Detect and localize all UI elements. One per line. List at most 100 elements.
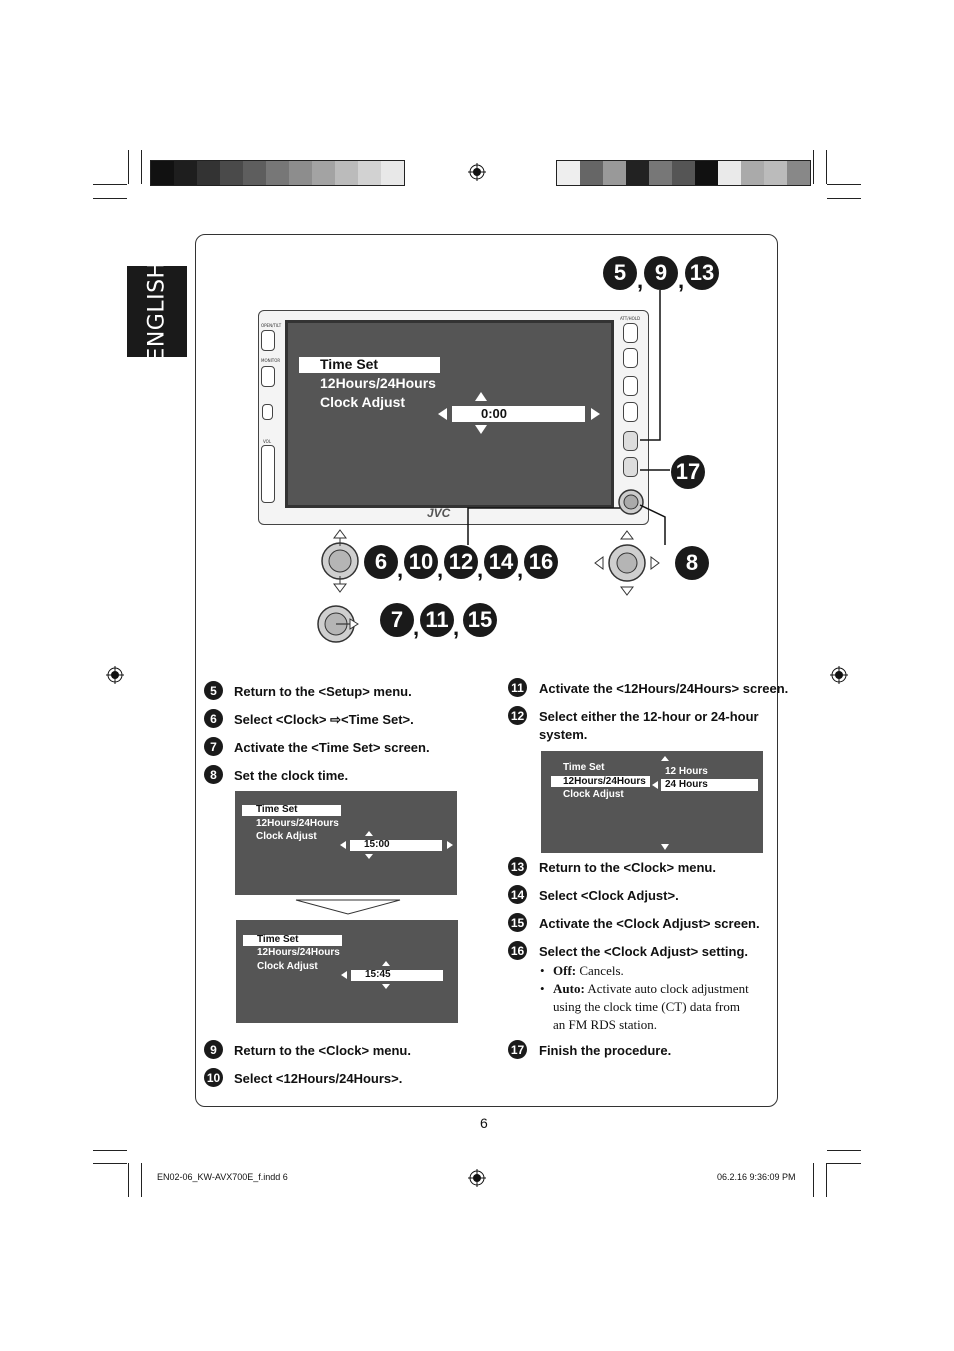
step-number: 17 bbox=[508, 1040, 527, 1059]
page-number: 6 bbox=[480, 1115, 488, 1131]
step-text: Activate the <Clock Adjust> screen. bbox=[539, 916, 760, 931]
screen-arrows-icon bbox=[438, 392, 600, 434]
screen-menu-item: Time Set bbox=[320, 356, 379, 372]
menu-highlight bbox=[243, 935, 342, 946]
menu-item: Time Set bbox=[257, 934, 299, 945]
bullet-item: Auto: Activate auto clock adjustment bbox=[553, 981, 749, 996]
dial-four-way-icon bbox=[594, 530, 660, 596]
jvc-logo: JVC bbox=[427, 506, 451, 520]
button-label: ATT/HOLD bbox=[620, 316, 641, 321]
step-number: 15 bbox=[508, 913, 527, 932]
time-value: 15:45 bbox=[365, 969, 391, 980]
callout-step: 8 bbox=[675, 546, 709, 580]
sensor-icon bbox=[262, 404, 273, 420]
footer-timestamp: 06.2.16 9:36:09 PM bbox=[717, 1172, 796, 1182]
screen-menu-item: Clock Adjust bbox=[320, 394, 406, 410]
registration-mark-icon bbox=[468, 163, 486, 181]
step-number: 16 bbox=[508, 941, 527, 960]
footer-filename: EN02-06_KW-AVX700E_f.indd 6 bbox=[157, 1172, 288, 1182]
step-text: Select <Clock Adjust>. bbox=[539, 888, 679, 903]
menu-item: Time Set bbox=[256, 804, 298, 815]
control-dial-icon bbox=[618, 489, 644, 515]
screen-value: 0:00 bbox=[481, 406, 508, 421]
step-text: Return to the <Clock> menu. bbox=[234, 1043, 411, 1058]
callout-step: 14 bbox=[484, 545, 518, 579]
button-label: MONITOR bbox=[261, 358, 281, 363]
step-text: Set the clock time. bbox=[234, 768, 349, 783]
callout-step: 7 bbox=[380, 603, 414, 637]
monitor-button bbox=[261, 366, 275, 387]
step-text: Select the <Clock Adjust> setting. bbox=[539, 944, 749, 959]
step-text: Return to the <Clock> menu. bbox=[539, 860, 716, 875]
step-text: Select either the 12-hour or 24-hour bbox=[539, 709, 759, 724]
comma: , bbox=[678, 268, 685, 293]
language-tab-label: ENGLISH bbox=[144, 261, 170, 362]
open-tilt-button bbox=[261, 330, 275, 351]
content-frame bbox=[195, 234, 778, 1107]
step-number: 13 bbox=[508, 857, 527, 876]
bullet-icon: • bbox=[540, 981, 545, 996]
registration-mark-icon bbox=[468, 1169, 486, 1187]
att-hold-button bbox=[623, 323, 638, 343]
menu-item: 12Hours/24Hours bbox=[257, 947, 340, 958]
callout-step: 9 bbox=[644, 256, 678, 290]
screen-menu-item: 12Hours/24Hours bbox=[320, 375, 436, 391]
menu-button bbox=[623, 376, 638, 396]
step-text: Return to the <Setup> menu. bbox=[234, 684, 412, 699]
menu-item: Time Set bbox=[563, 762, 605, 773]
step-number: 5 bbox=[204, 681, 223, 700]
comma: , bbox=[437, 557, 444, 582]
step-number: 7 bbox=[204, 737, 223, 756]
screen-menu-highlight bbox=[299, 357, 440, 373]
step-text: Activate the <Time Set> screen. bbox=[234, 740, 430, 755]
callout-step: 5 bbox=[603, 256, 637, 290]
menu-item: 12Hours/24Hours bbox=[256, 818, 339, 829]
step-number: 11 bbox=[508, 678, 527, 697]
screen-value-box bbox=[452, 406, 585, 422]
leader-lines bbox=[467, 290, 670, 545]
tp-button bbox=[623, 348, 638, 368]
registration-mark-icon bbox=[106, 666, 124, 684]
comma: , bbox=[517, 557, 524, 582]
comma: , bbox=[637, 268, 644, 293]
step-number: 12 bbox=[508, 706, 527, 725]
option-highlight bbox=[661, 779, 758, 791]
button-label: VOL bbox=[263, 439, 272, 444]
step-number: 14 bbox=[508, 885, 527, 904]
comma: , bbox=[477, 557, 484, 582]
comma: , bbox=[413, 615, 420, 640]
bullet-item: Off: Cancels. bbox=[553, 963, 624, 978]
callout-step: 15 bbox=[463, 603, 497, 637]
language-tab bbox=[127, 266, 187, 357]
transition-arrow-icon bbox=[295, 899, 401, 915]
disp-button bbox=[623, 402, 638, 422]
callout-step: 13 bbox=[685, 256, 719, 290]
comma: , bbox=[397, 557, 404, 582]
dial-press-icon bbox=[317, 605, 359, 643]
step-text: Select <Clock> ⇨<Time Set>. bbox=[234, 712, 414, 727]
step-number: 8 bbox=[204, 765, 223, 784]
option-item: 12 Hours bbox=[665, 766, 708, 777]
menu-item: 12Hours/24Hours bbox=[563, 776, 646, 787]
callout-step: 11 bbox=[420, 603, 454, 637]
menu-item: Clock Adjust bbox=[563, 789, 624, 800]
value-box bbox=[351, 970, 443, 981]
menu-highlight bbox=[242, 805, 341, 816]
color-bar-left bbox=[150, 160, 405, 186]
option-item: 24 Hours bbox=[665, 779, 708, 790]
value-box bbox=[350, 840, 442, 851]
callout-step: 12 bbox=[444, 545, 478, 579]
step-text: Activate the <12Hours/24Hours> screen. bbox=[539, 681, 789, 696]
menu-highlight bbox=[551, 776, 650, 787]
color-bar-right bbox=[556, 160, 811, 186]
callout-step: 16 bbox=[524, 545, 558, 579]
registration-mark-icon bbox=[830, 666, 848, 684]
dial-up-down-icon bbox=[321, 529, 359, 593]
step-number: 10 bbox=[204, 1068, 223, 1087]
bullet-continuation: an FM RDS station. bbox=[553, 1017, 658, 1032]
value-arrows-icon bbox=[341, 961, 390, 989]
menu-item: Clock Adjust bbox=[256, 831, 317, 842]
bullet-continuation: using the clock time (CT) data from bbox=[553, 999, 741, 1014]
step-text: Finish the procedure. bbox=[539, 1043, 672, 1058]
value-arrows-icon bbox=[340, 831, 453, 859]
